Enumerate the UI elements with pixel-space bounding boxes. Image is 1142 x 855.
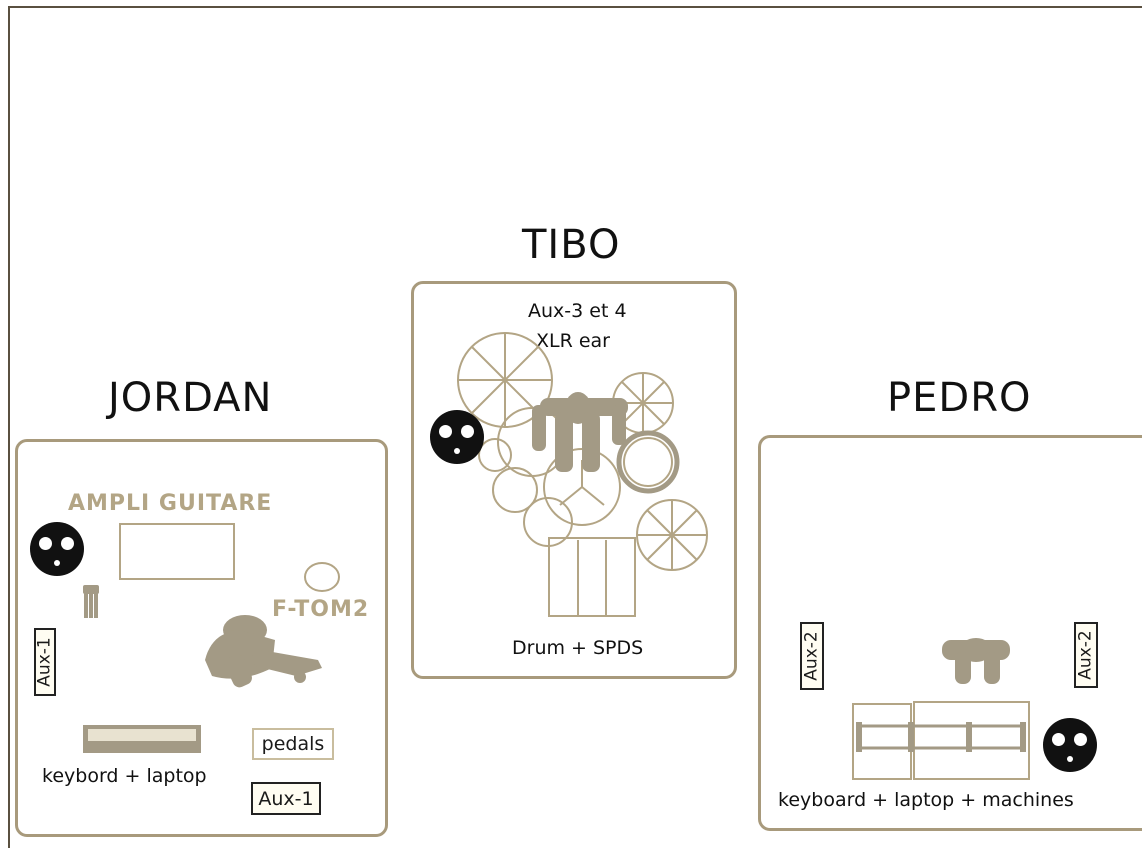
tibo-name: TIBO xyxy=(522,222,621,268)
jordan-aux-side-box: Aux-1 xyxy=(34,628,56,696)
jordan-zone xyxy=(15,439,388,837)
tibo-monitor-wedge-icon xyxy=(430,410,484,464)
jordan-aux-bottom-box: Aux-1 xyxy=(251,782,321,815)
pedro-aux-left-label: Aux-2 xyxy=(802,631,823,681)
tibo-aux-label: Aux-3 et 4 xyxy=(528,300,627,322)
jordan-floor-tom-label: F-TOM2 xyxy=(272,597,370,622)
jordan-pedals-box: pedals xyxy=(252,728,334,760)
tibo-instrument-label: Drum + SPDS xyxy=(512,637,644,659)
jordan-aux-bottom-label: Aux-1 xyxy=(258,787,314,810)
jordan-amp-label: AMPLI GUITARE xyxy=(68,491,273,516)
pedro-aux-right-label: Aux-2 xyxy=(1076,630,1097,680)
pedro-name: PEDRO xyxy=(887,375,1032,421)
stage-frame xyxy=(8,6,1142,848)
jordan-monitor-wedge-icon xyxy=(30,522,84,576)
pedro-aux-left-box: Aux-2 xyxy=(800,622,824,690)
pedro-monitor-wedge-icon xyxy=(1043,718,1097,772)
jordan-pedals-label: pedals xyxy=(261,733,325,755)
pedro-keyboard-label: keyboard + laptop + machines xyxy=(778,789,1074,811)
tibo-zone xyxy=(411,281,737,679)
jordan-name: JORDAN xyxy=(108,375,273,421)
tibo-xlr-label: XLR ear xyxy=(536,330,610,352)
pedro-aux-right-box: Aux-2 xyxy=(1074,622,1098,688)
jordan-keyboard-label: keybord + laptop xyxy=(42,765,207,787)
